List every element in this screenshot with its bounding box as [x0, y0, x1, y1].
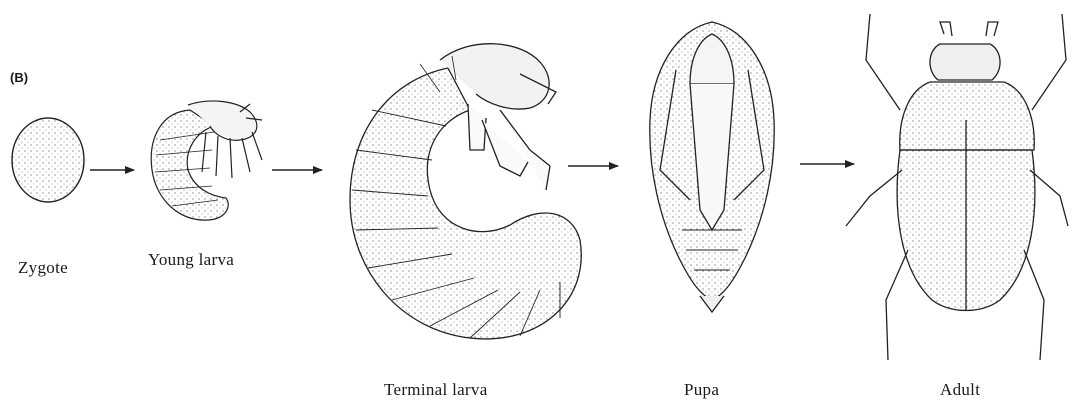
pupa-illustration	[650, 22, 774, 312]
young-larva-illustration	[151, 101, 262, 220]
panel-letter: (B)	[10, 70, 28, 85]
label-zygote: Zygote	[18, 258, 68, 278]
label-pupa: Pupa	[684, 380, 719, 400]
label-terminal-larva: Terminal larva	[384, 380, 488, 400]
zygote-illustration	[12, 118, 84, 202]
terminal-larva-illustration	[350, 44, 581, 339]
adult-beetle-illustration	[846, 14, 1068, 360]
label-young-larva: Young larva	[148, 250, 234, 270]
label-adult: Adult	[940, 380, 980, 400]
